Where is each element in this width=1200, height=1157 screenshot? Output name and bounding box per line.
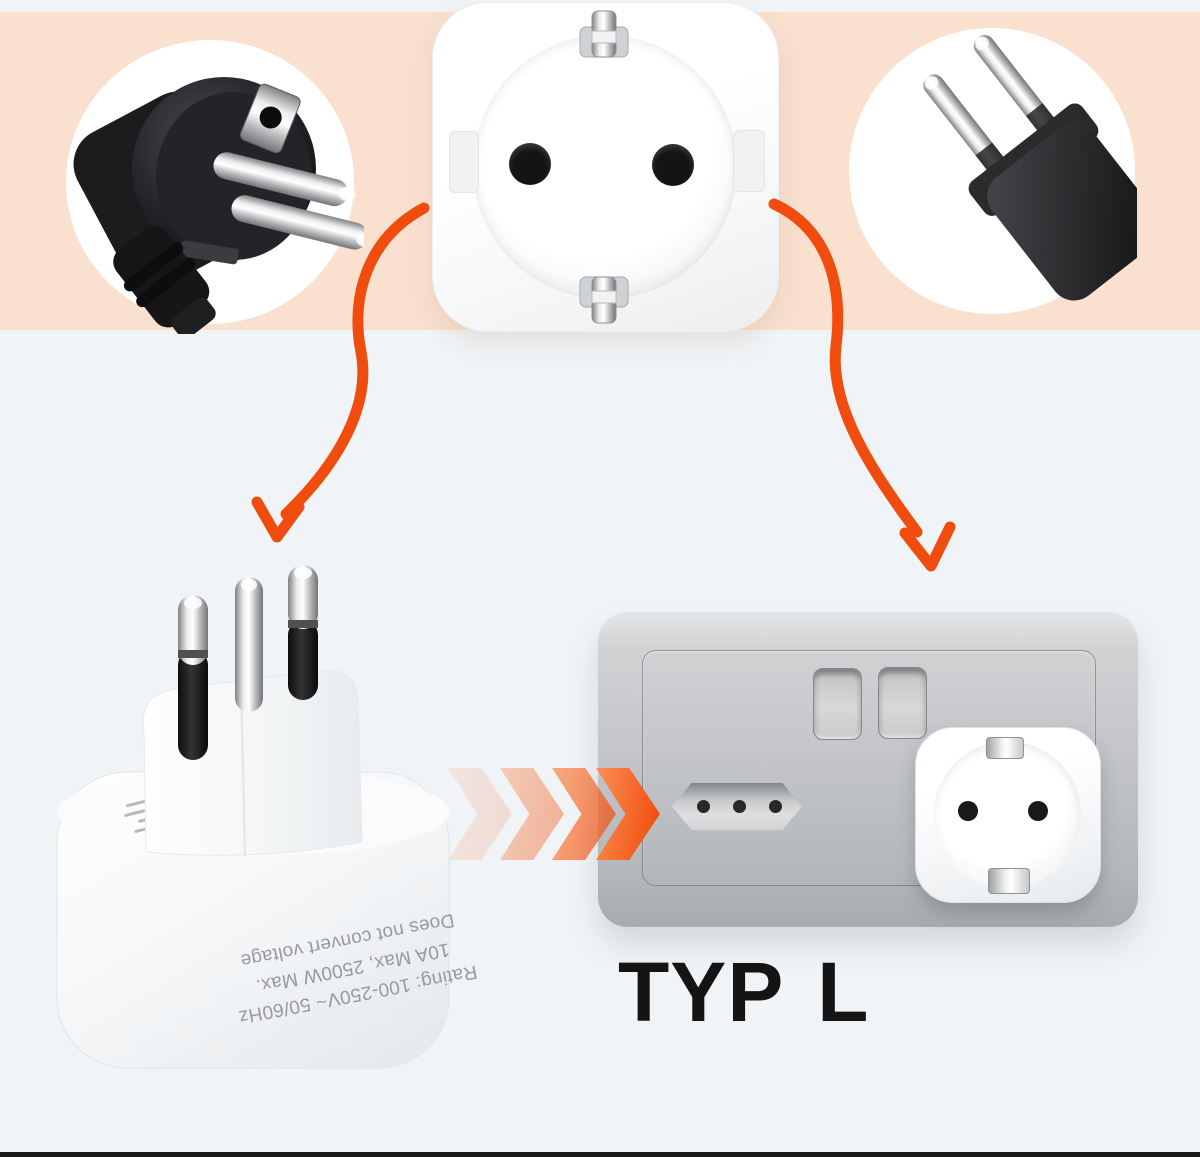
earth-clip-bottom-icon xyxy=(579,276,629,324)
earth-clip-top-icon xyxy=(579,10,629,58)
inserted-adapter-photo xyxy=(915,727,1101,903)
cable-gland xyxy=(113,226,216,334)
adapter-socket-face xyxy=(432,2,779,332)
side-notch-right xyxy=(733,130,765,192)
light-switch-left xyxy=(813,668,862,740)
slot-hole-left xyxy=(697,800,710,813)
inserted-clip-bottom-icon xyxy=(988,868,1030,894)
side-notch-left xyxy=(449,131,479,193)
adapter-pins-icon xyxy=(178,565,318,760)
type-l-socket-slot xyxy=(672,783,802,830)
europlug-body xyxy=(968,103,1137,301)
schuko-plug-photo xyxy=(73,77,364,334)
travel-adapter-photo xyxy=(56,565,450,1069)
wall-plate-photo xyxy=(598,612,1138,927)
light-switch-right xyxy=(878,667,927,739)
europlug-photo xyxy=(923,34,1137,301)
earth-contact-icon xyxy=(239,83,301,154)
bottom-border-bar xyxy=(0,1152,1200,1157)
slot-hole-right xyxy=(769,800,782,813)
socket-hole-right xyxy=(652,144,694,186)
socket-hole-left xyxy=(509,143,551,185)
inserted-clip-top-icon xyxy=(986,737,1024,759)
inserted-hole-right xyxy=(1028,801,1048,821)
inserted-hole-left xyxy=(958,801,978,821)
inserted-adapter-recess xyxy=(934,741,1081,888)
type-label-heading: TYP L xyxy=(618,945,870,1039)
slot-hole-center xyxy=(733,800,746,813)
